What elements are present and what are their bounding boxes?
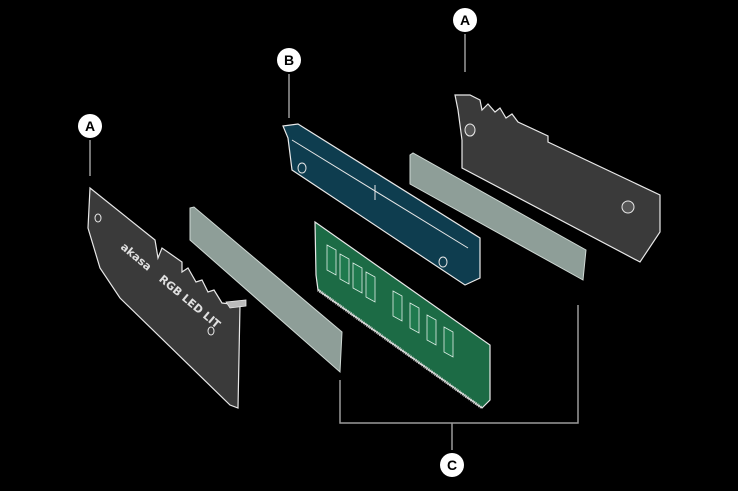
callout-left-a: A [78,114,102,138]
hole-icon [297,162,307,174]
callout-right-a: A [453,8,477,32]
retention-clip [282,123,481,286]
callout-b: B [277,48,301,72]
hole-icon [94,213,102,223]
screw-post-icon [464,123,476,137]
hole-icon [207,326,215,336]
screw-post-icon [621,200,635,214]
svg-text:A: A [85,118,95,134]
hole-icon [438,256,448,268]
heatsink-tab [225,299,247,309]
left-heatsink: akasa RGB LED LIT [87,186,247,409]
svg-text:C: C [447,457,457,473]
callout-c: C [440,453,464,477]
right-thermal-pad [409,152,587,281]
ram-module [314,220,491,410]
svg-text:A: A [460,12,470,28]
right-heatsink [454,94,661,263]
left-thermal-pad [189,206,343,374]
svg-text:B: B [284,52,294,68]
bracket-c [339,305,579,424]
memory-chips [326,244,454,358]
gold-contacts [317,288,483,410]
